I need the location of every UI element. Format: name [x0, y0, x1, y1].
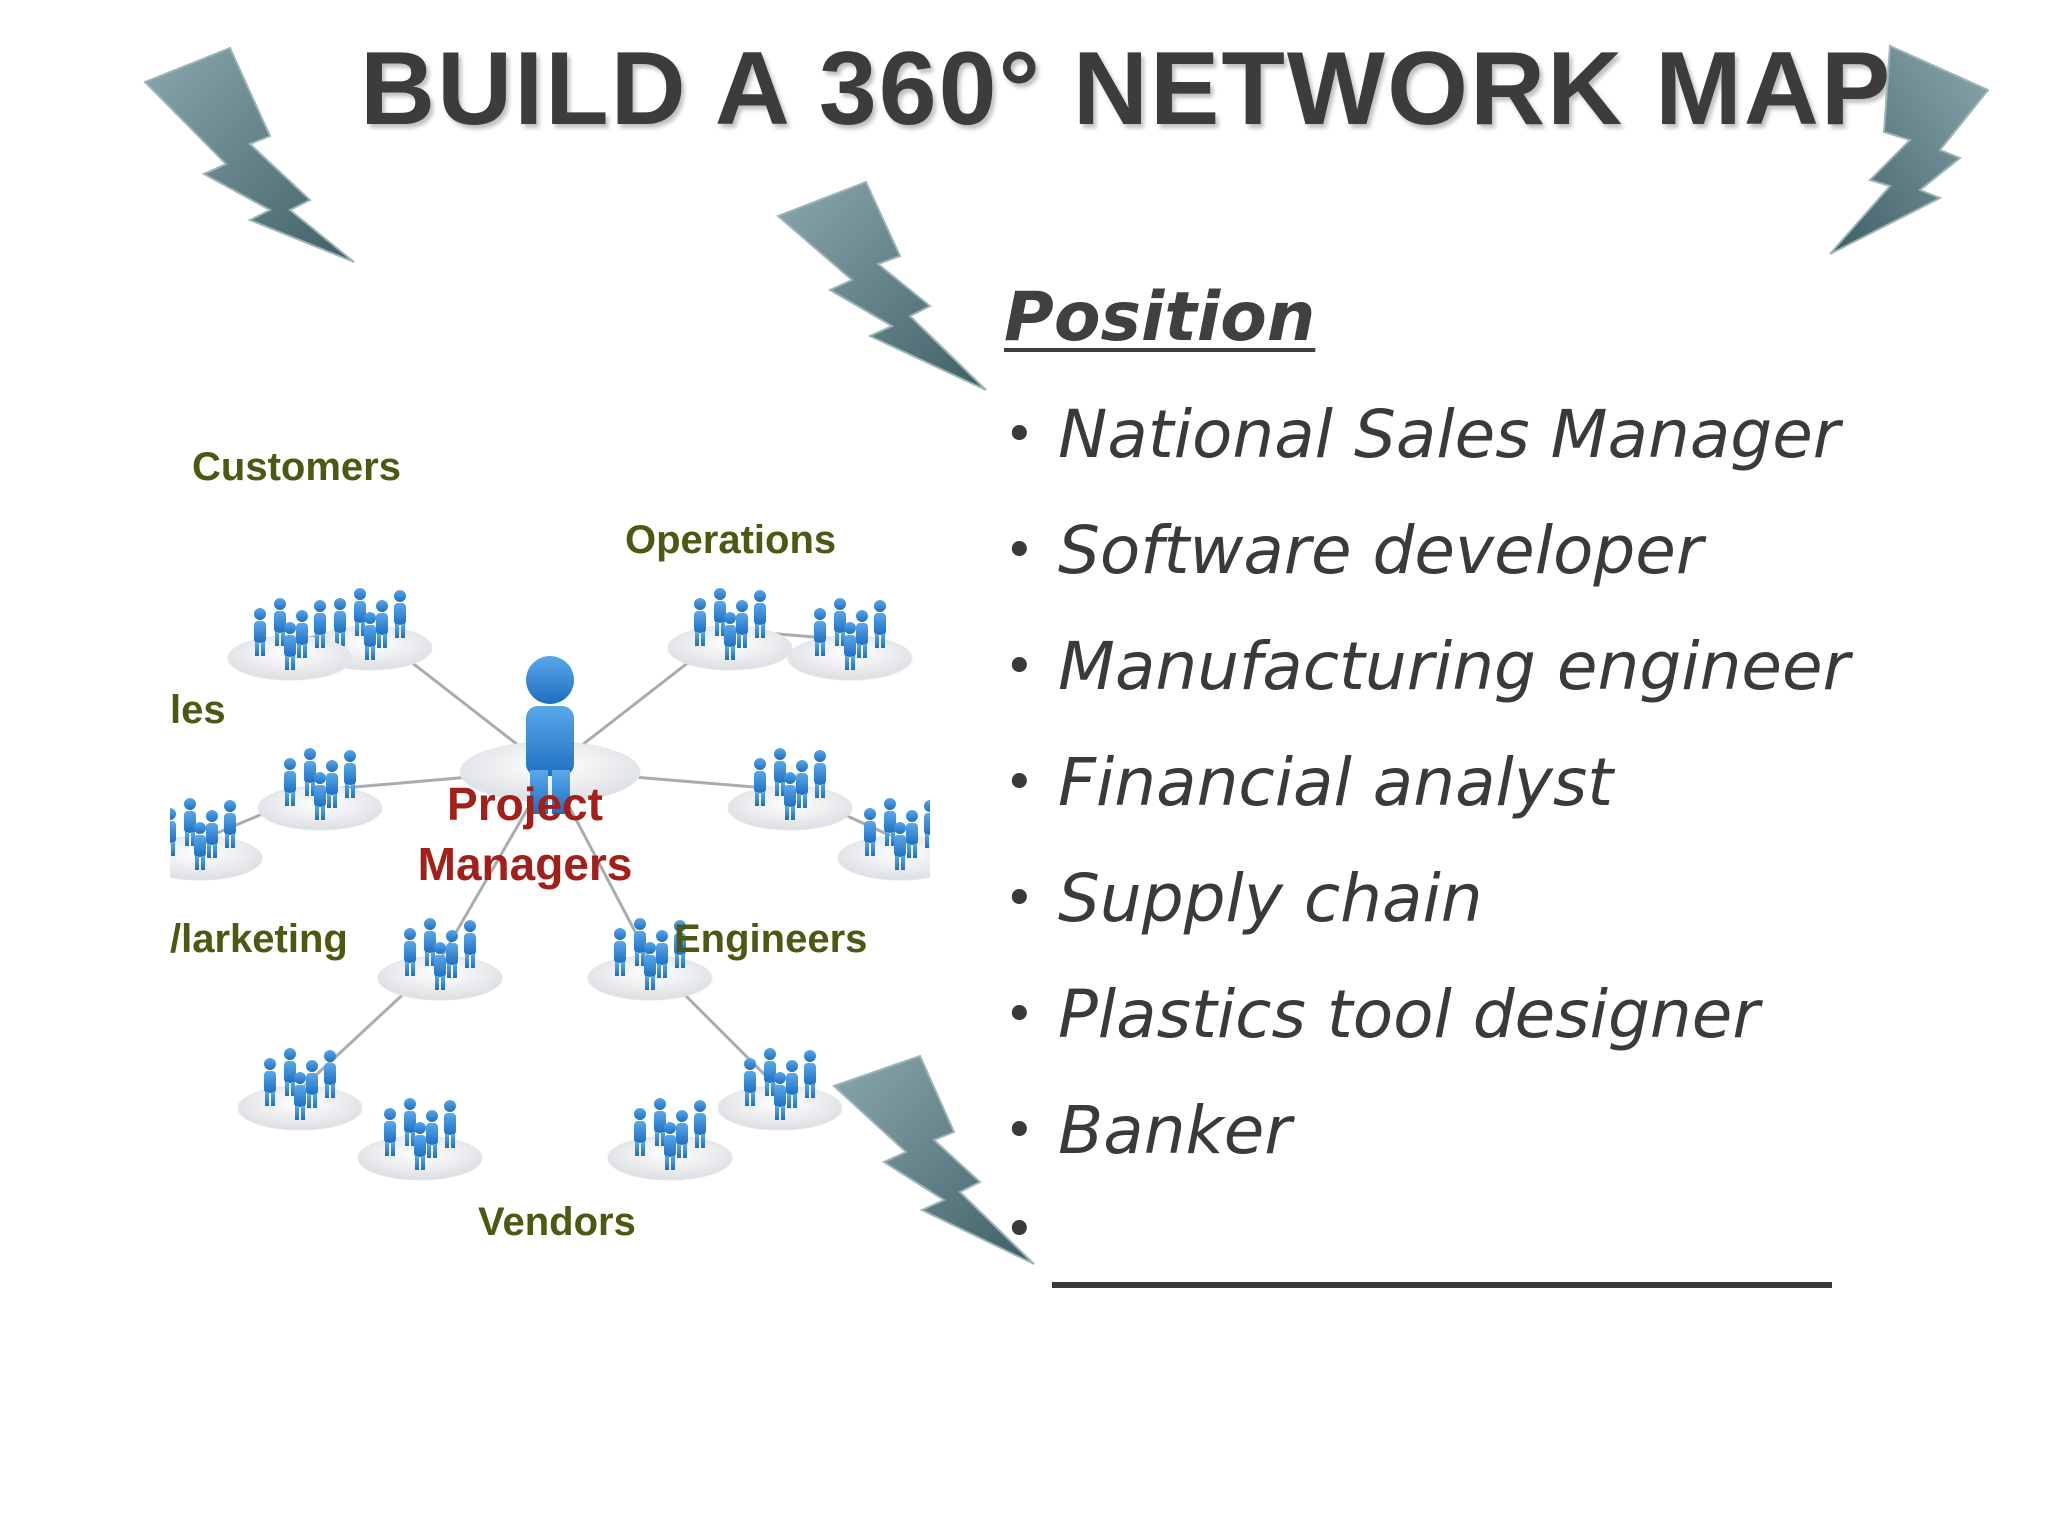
- list-item: •Plastics tool designer: [1004, 976, 1760, 1053]
- label-marketing: /larketing: [170, 917, 348, 961]
- network-diagram: Customers Operations les /larketing Engi…: [170, 445, 930, 1244]
- lightning-bolt-icon: [776, 180, 987, 391]
- people-group: [258, 748, 382, 830]
- label-operations: Operations: [625, 518, 836, 562]
- list-item: •Software developer: [1004, 512, 1704, 589]
- people-group: [728, 748, 852, 830]
- list-item: •Supply chain: [1004, 860, 1483, 937]
- center-person-icon: [459, 656, 641, 814]
- position-heading: Position: [1004, 278, 1316, 357]
- label-sales: les: [170, 688, 226, 732]
- list-item: •National Sales Manager: [1004, 396, 1840, 473]
- people-group: [378, 918, 502, 1000]
- label-managers: Managers: [418, 838, 633, 890]
- people-group: [358, 1098, 482, 1180]
- lightning-bolt-icon: [832, 1054, 1035, 1265]
- list-item: •Banker: [1004, 1092, 1292, 1169]
- lightning-bolt-icon: [1829, 44, 1990, 255]
- people-group: [718, 1048, 842, 1130]
- people-group: [668, 588, 792, 670]
- page-title: BUILD A 360° NETWORK MAP: [360, 31, 1893, 147]
- blank-bullet: •: [1004, 1200, 1035, 1260]
- people-group: [788, 598, 912, 680]
- people-group: [608, 1098, 732, 1180]
- people-group: [238, 1048, 362, 1130]
- lightning-bolt-icon: [143, 46, 355, 263]
- list-item: •Manufacturing engineer: [1004, 628, 1850, 705]
- label-vendors: Vendors: [478, 1200, 636, 1244]
- fill-in-blank-line: [1052, 1282, 1832, 1288]
- label-engineers: Engineers: [674, 917, 867, 961]
- label-customers: Customers: [192, 445, 401, 489]
- position-list: •National Sales Manager •Software develo…: [1004, 390, 1850, 1202]
- list-item: •Financial analyst: [1004, 744, 1614, 821]
- people-group: [170, 798, 262, 880]
- label-project: Project: [447, 778, 603, 830]
